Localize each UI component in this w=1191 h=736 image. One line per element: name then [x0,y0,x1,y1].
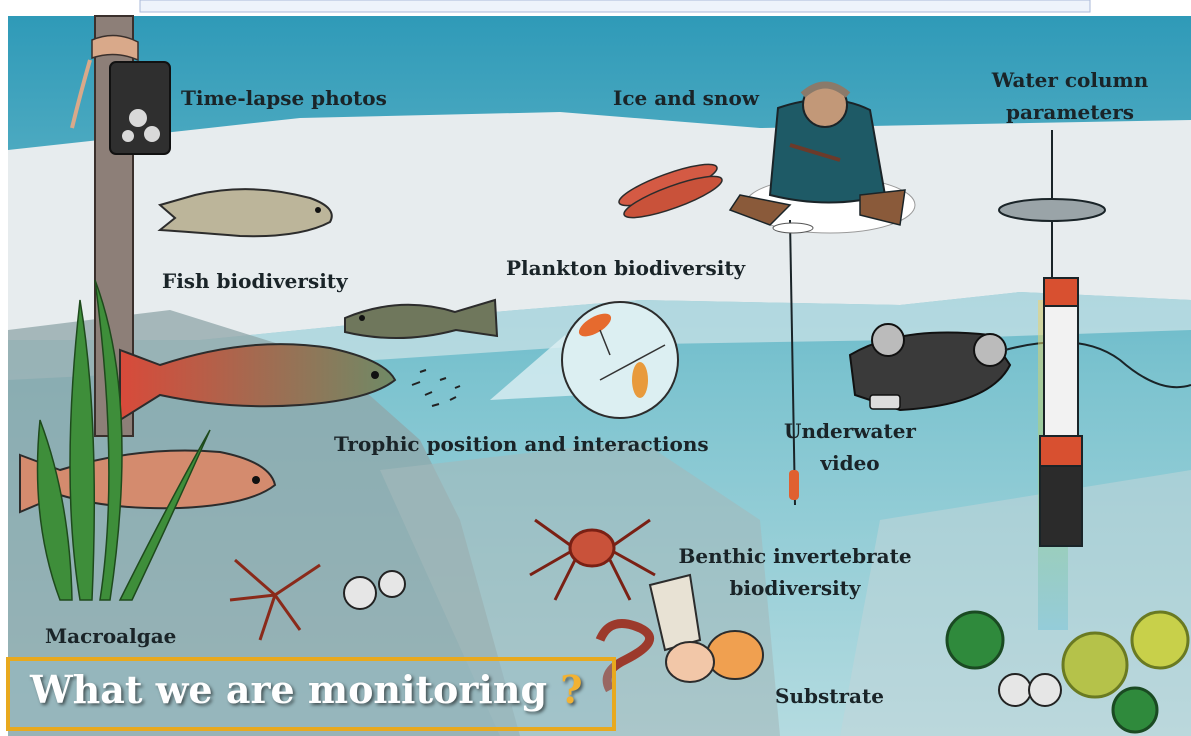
title-text: What we are monitoring [30,667,547,712]
label-benthic-1: Benthic invertebrate [660,543,930,569]
water-column-sonde-icon [1040,278,1082,546]
label-substrate: Substrate [775,683,884,709]
page-title: What we are monitoring ? [30,667,583,712]
label-plankton-biodiversity: Plankton biodiversity [506,255,745,281]
label-water-column-1: Water column [980,67,1160,93]
label-trophic-position: Trophic position and interactions [334,431,709,457]
label-water-column-2: parameters [980,99,1160,125]
snail-icon [344,577,376,609]
title-box: What we are monitoring ? [6,657,616,731]
label-fish-biodiversity: Fish biodiversity [162,268,348,294]
secchi-disk-icon [999,199,1105,221]
title-question-mark: ? [560,667,582,712]
label-time-lapse-photos: Time-lapse photos [181,85,387,111]
label-macroalgae: Macroalgae [45,623,176,649]
label-benthic-2: biodiversity [660,575,930,601]
label-ice-and-snow: Ice and snow [613,85,759,111]
plankton-lens [562,302,678,418]
time-lapse-camera-icon [110,62,170,154]
label-underwater-1: Underwater [780,418,920,444]
label-underwater-2: video [780,450,920,476]
